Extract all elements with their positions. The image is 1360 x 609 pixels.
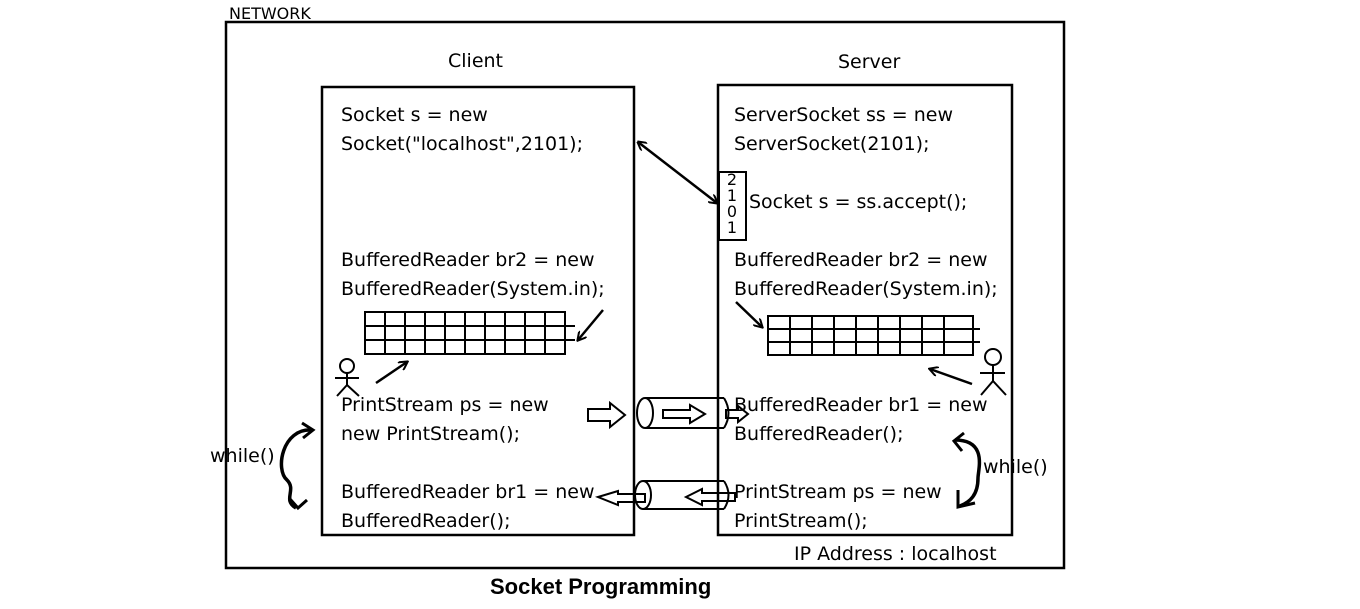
port-digit-2: 1 (726, 186, 738, 205)
server-user-arrow (930, 369, 973, 386)
client-title: Client (448, 50, 504, 72)
server-br2-line2: BufferedReader(System.in); (734, 278, 998, 300)
port-digit-3: 0 (726, 202, 738, 221)
server-ss-line2: ServerSocket(2101); (734, 133, 930, 155)
server-input-arrow (725, 403, 750, 425)
server-buffer-arrow-left (735, 301, 762, 327)
output-stream-pipe (636, 397, 730, 429)
client-loop-arrow-bottom (288, 498, 308, 511)
server-output-arrow (683, 487, 736, 507)
client-input-arrow (594, 489, 646, 507)
client-user-icon (335, 358, 360, 397)
client-buffer-arrow-right (578, 309, 604, 340)
client-socket-line2: Socket("localhost",2101); (341, 133, 583, 155)
client-ps-line1: PrintStream ps = new (341, 394, 549, 416)
server-box (716, 83, 1014, 537)
server-br1-line2: BufferedReader(); (734, 423, 904, 445)
port-box (718, 171, 747, 241)
client-br1-line1: BufferedReader br1 = new (341, 481, 595, 503)
server-br1-line1: BufferedReader br1 = new (734, 394, 988, 416)
network-label: NETWORK (229, 4, 311, 23)
client-user-arrow (375, 362, 407, 385)
client-ps-line2: new PrintStream(); (341, 423, 520, 445)
server-loop-arrow-top (951, 431, 965, 452)
client-loop-label: while() (210, 445, 275, 467)
pipe-flow-arrow-top (662, 403, 707, 425)
server-user-icon (980, 348, 1007, 396)
input-stream-pipe (634, 480, 730, 510)
client-box (320, 85, 636, 537)
connection-arrow (638, 142, 717, 203)
client-socket-line1: Socket s = new (341, 104, 488, 126)
client-loop-bracket (279, 428, 313, 510)
diagram-caption: Socket Programming (490, 574, 712, 599)
port-digit-4: 1 (726, 218, 738, 237)
server-title: Server (838, 51, 901, 73)
client-br1-line2: BufferedReader(); (341, 510, 511, 532)
server-ps-line2: PrintStream(); (734, 510, 868, 532)
server-br2-line1: BufferedReader br2 = new (734, 249, 988, 271)
client-buffer-grid (364, 311, 575, 355)
client-br2-line2: BufferedReader(System.in); (341, 278, 605, 300)
server-accept-line: Socket s = ss.accept(); (749, 191, 968, 213)
port-digit-1: 2 (726, 170, 738, 189)
ip-address-label: IP Address : localhost (794, 543, 997, 565)
server-loop-arrow-bottom (956, 490, 976, 509)
server-loop-label: while() (983, 456, 1048, 478)
client-br2-line1: BufferedReader br2 = new (341, 249, 595, 271)
server-loop-bracket (954, 438, 982, 508)
network-box (224, 20, 1066, 570)
server-buffer-grid (767, 315, 980, 356)
client-loop-arrow-top (301, 421, 316, 440)
server-ss-line1: ServerSocket ss = new (734, 104, 954, 126)
server-ps-line1: PrintStream ps = new (734, 481, 942, 503)
client-output-arrow (587, 400, 627, 430)
